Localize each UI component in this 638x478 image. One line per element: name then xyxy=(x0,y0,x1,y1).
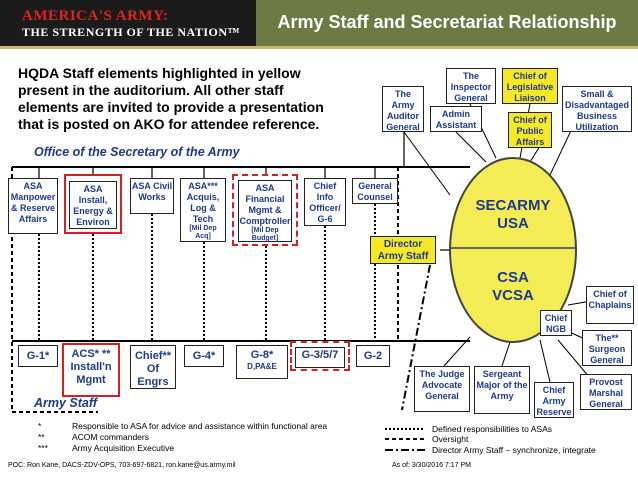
intro-text: HQDA Staff elements highlighted in yello… xyxy=(18,65,324,132)
box-army-reserve: Chief Army Reserve xyxy=(534,382,574,418)
box-asa-fmc-sub: [Mil Dep Budget] xyxy=(251,227,279,242)
box-g8: G-8* D,PA&E xyxy=(236,345,288,379)
box-asa-alt-sub: [Mil Dep Acq] xyxy=(189,225,217,240)
legend-note-2-text: ACOM commanders xyxy=(72,432,149,442)
box-chief-engineers: Chief** Of Engrs xyxy=(130,345,176,389)
box-asa-iee: ASA Install, Energy & Environ xyxy=(64,174,122,234)
box-acs-imcom: ACS* ** Install'n Mgmt xyxy=(62,343,120,397)
oval-vcsa: VCSA xyxy=(492,287,534,304)
box-asa-fmc-inner: ASA Financial Mgmt & Comptroller [Mil De… xyxy=(238,180,292,242)
box-g4: G-4* xyxy=(184,345,224,367)
box-asa-mra: ASA Manpower & Reserve Affairs xyxy=(8,178,58,234)
box-chief-chaplains: Chief of Chaplains xyxy=(586,286,634,324)
box-g8-label: G-8* xyxy=(250,349,274,361)
box-g357: G-3/5/7 xyxy=(290,341,350,371)
box-judge-advocate: The Judge Advocate General xyxy=(414,366,470,412)
box-asa-iee-label: ASA Install, Energy & Environ xyxy=(69,181,117,229)
box-legislative-liaison: Chief of Legislative Liaison xyxy=(502,68,558,104)
army-staff-label: Army Staff xyxy=(34,396,97,410)
box-auditor-general: The Army Auditor General xyxy=(382,86,424,132)
brand-banner: AMERICA'S ARMY: THE STRENGTH OF THE NATI… xyxy=(0,0,256,46)
box-g1: G-1* xyxy=(18,345,58,367)
box-asa-fmc-label: ASA Financial Mgmt & Comptroller xyxy=(239,183,291,226)
footer-poc: POC: Ron Kane, DACS-ZDV-OPS, 703-697-682… xyxy=(8,462,236,469)
title-banner: Army Staff and Secretariat Relationship xyxy=(256,0,638,46)
legend-line-oversight: Oversight xyxy=(432,434,469,444)
box-small-business: Small & Disadvantaged Business Utilizati… xyxy=(562,86,632,132)
legend-note-3-sym: *** xyxy=(38,443,48,453)
box-asa-cw: ASA Civil Works xyxy=(130,178,174,214)
oval-secarmy: SECARMY xyxy=(475,197,551,214)
box-sergeant-major: Sergeant Major of the Army xyxy=(474,366,530,414)
legend-note-2-sym: ** xyxy=(38,432,45,442)
box-chief-ngb: Chief NGB xyxy=(540,310,572,336)
box-asa-alt-label: ASA*** Acquis, Log & Tech xyxy=(186,181,220,224)
oval-csa: CSA xyxy=(497,269,529,286)
box-surgeon-general: The** Surgeon General xyxy=(582,330,632,366)
box-general-counsel: General Counsel xyxy=(352,178,398,204)
box-director-army-staff: Director Army Staff xyxy=(370,236,436,264)
legend-note-3-text: Army Acquisition Executive xyxy=(72,443,175,453)
oval-usa: USA xyxy=(497,215,529,232)
brand-line-1: AMERICA'S ARMY: xyxy=(22,8,169,24)
box-public-affairs: Chief of Public Affairs xyxy=(508,112,552,148)
box-cio-g6: Chief Info Officer/ G-6 xyxy=(304,178,346,226)
box-asa-alt: ASA*** Acquis, Log & Tech [Mil Dep Acq] xyxy=(180,178,226,242)
legend-note-1-sym: * xyxy=(38,421,42,431)
box-provost-marshal: Provost Marshal General xyxy=(580,374,632,410)
page-title: Army Staff and Secretariat Relationship xyxy=(277,12,617,32)
secretariat-label: Office of the Secretary of the Army xyxy=(34,145,240,159)
box-g2: G-2 xyxy=(356,345,390,367)
header-divider xyxy=(0,46,638,49)
brand-line-2: THE STRENGTH OF THE NATION™ xyxy=(22,25,240,39)
oval-divider xyxy=(451,247,575,249)
box-asa-fmc: ASA Financial Mgmt & Comptroller [Mil De… xyxy=(232,174,298,246)
box-inspector-general: The Inspector General xyxy=(446,68,496,104)
box-g8-sub: D,PA&E xyxy=(247,362,277,371)
legend-line-defined: Defined responsibilities to ASAs xyxy=(432,424,553,434)
footer-as-of: As of: 3/30/2016 7:17 PM xyxy=(392,462,471,469)
box-admin-assistant: Admin Assistant xyxy=(430,106,482,132)
box-g357-label: G-3/5/7 xyxy=(295,347,345,368)
legend-note-1-text: Responsible to ASA for advice and assist… xyxy=(72,421,328,431)
legend-line-director: Director Army Staff – synchronize, integ… xyxy=(432,445,596,455)
